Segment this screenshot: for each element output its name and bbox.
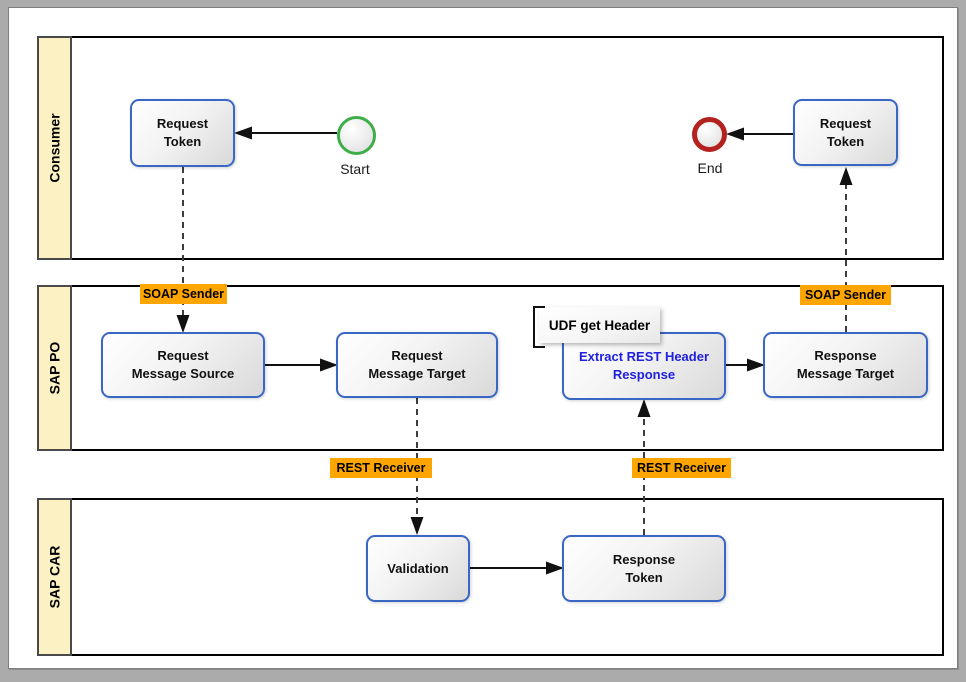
annotation-udf-get-header: UDF get Header [539, 307, 660, 343]
adapter-label-soap-sender-left-text: SOAP Sender [142, 287, 225, 301]
adapter-label-soap-sender-right-text: SOAP Sender [804, 288, 887, 302]
task-request-token-left-label: Request Token [156, 116, 209, 149]
task-extract-rest-header-response-label: Extract REST Header Response [578, 349, 710, 382]
task-response-message-target: Response Message Target [763, 332, 928, 398]
adapter-label-soap-sender-right: SOAP Sender [800, 285, 891, 305]
start-event-icon [337, 116, 376, 155]
annotation-bracket-icon [533, 306, 545, 348]
task-request-token-right: Request Token [793, 99, 898, 166]
adapter-label-rest-receiver-left-text: REST Receiver [336, 461, 426, 475]
task-validation: Validation [366, 535, 470, 602]
task-response-token: Response Token [562, 535, 726, 602]
adapter-label-soap-sender-left: SOAP Sender [140, 284, 227, 304]
end-event-icon [692, 117, 727, 152]
task-request-message-source-label: Request Message Source [131, 348, 235, 381]
task-validation-label: Validation [387, 560, 449, 576]
task-response-message-target-label: Response Message Target [796, 348, 895, 381]
task-extract-rest-header-response: Extract REST Header Response [562, 332, 726, 400]
task-request-token-left: Request Token [130, 99, 235, 167]
start-event-label: Start [340, 161, 370, 177]
lane-sap-po-band: SAP PO [37, 285, 72, 451]
task-request-token-right-label: Request Token [819, 115, 872, 149]
task-request-message-target-label: Request Message Target [368, 348, 466, 381]
end-event-label: End [697, 160, 723, 176]
lane-consumer-band: Consumer [37, 36, 72, 260]
task-response-token-label: Response Token [612, 551, 676, 585]
adapter-label-rest-receiver-right: REST Receiver [632, 458, 731, 478]
lane-sap-car-body [70, 498, 944, 656]
annotation-udf-get-header-label: UDF get Header [548, 317, 651, 333]
adapter-label-rest-receiver-right-text: REST Receiver [637, 461, 726, 475]
lane-consumer-label: Consumer [46, 113, 63, 183]
task-request-message-target: Request Message Target [336, 332, 498, 398]
adapter-label-rest-receiver-left: REST Receiver [330, 458, 432, 478]
lane-sap-po-label: SAP PO [46, 341, 63, 395]
task-request-message-source: Request Message Source [101, 332, 265, 398]
lane-sap-car-band: SAP CAR [37, 498, 72, 656]
lane-sap-car-label: SAP CAR [46, 545, 63, 609]
